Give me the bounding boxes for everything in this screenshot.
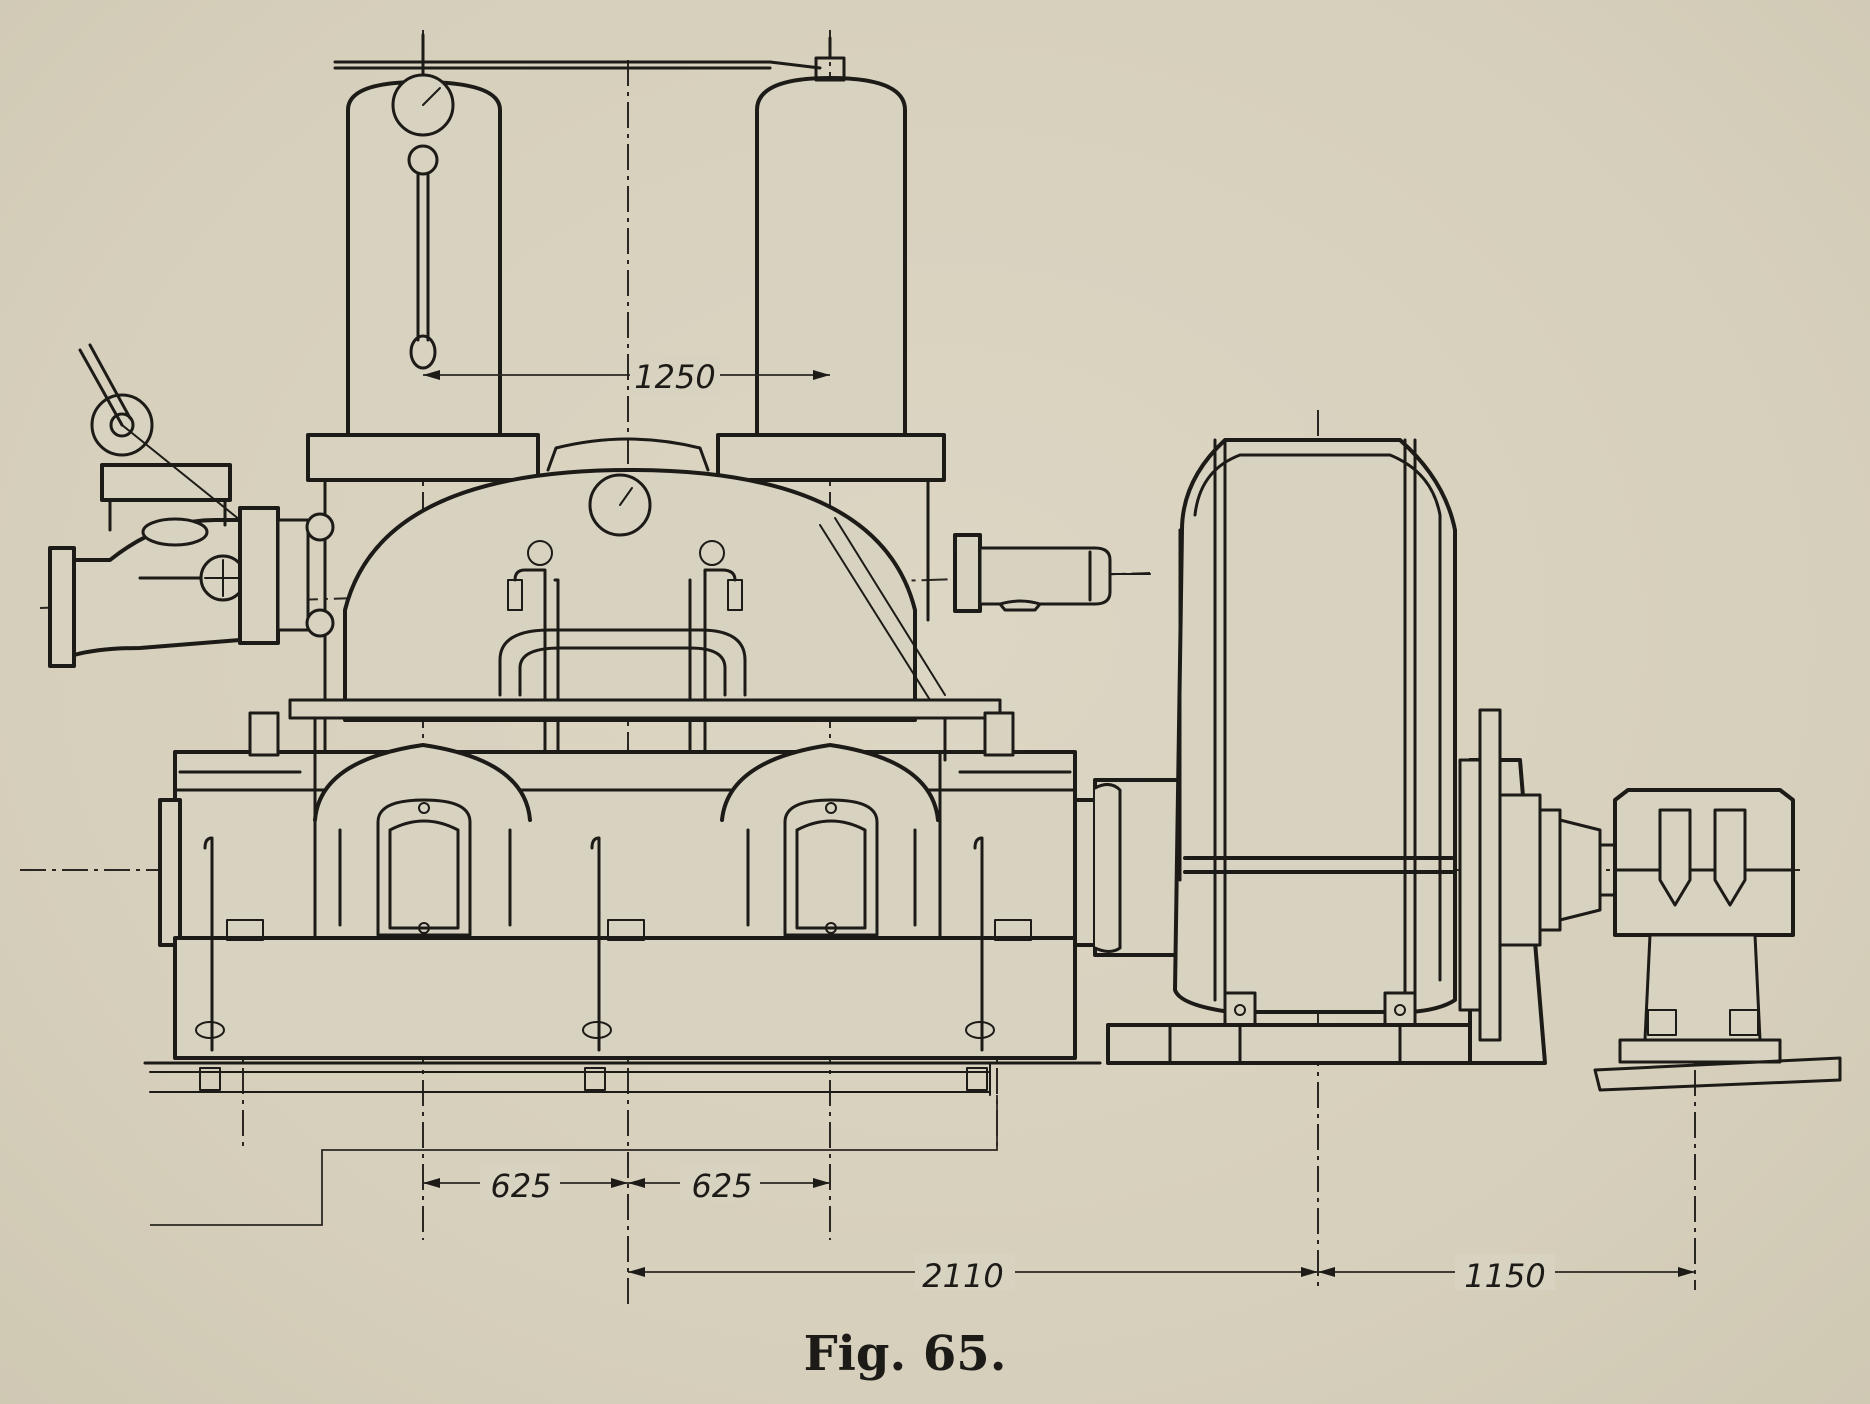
pump-housing	[343, 437, 946, 722]
cylinder-left	[313, 743, 532, 937]
dimension-1250-label: 1250	[634, 358, 715, 396]
air-receiver-right	[755, 36, 907, 437]
lubrication-pipes	[195, 836, 995, 1091]
dimension-2110-label: 2110	[922, 1257, 1003, 1295]
dimension-1150-label: 1150	[1464, 1257, 1545, 1295]
discharge-pipe	[953, 533, 1151, 613]
electric-motor	[1093, 438, 1532, 1065]
receiver-bases	[306, 433, 946, 762]
cylinder-right	[720, 743, 940, 937]
connecting-pipe-top	[333, 60, 822, 70]
motor-pedestal	[1458, 708, 1622, 1065]
pump-body	[158, 750, 1097, 1060]
dimension-625-right-label: 625	[691, 1167, 752, 1205]
outboard-bearing	[1593, 788, 1842, 1092]
inlet-valve	[48, 343, 335, 668]
dimension-625-left-label: 625	[490, 1167, 551, 1205]
foundation	[143, 1061, 1102, 1226]
figure-caption: Fig. 65.	[804, 1326, 1007, 1382]
air-receiver-left	[346, 33, 502, 437]
upper-frame	[248, 698, 1015, 762]
